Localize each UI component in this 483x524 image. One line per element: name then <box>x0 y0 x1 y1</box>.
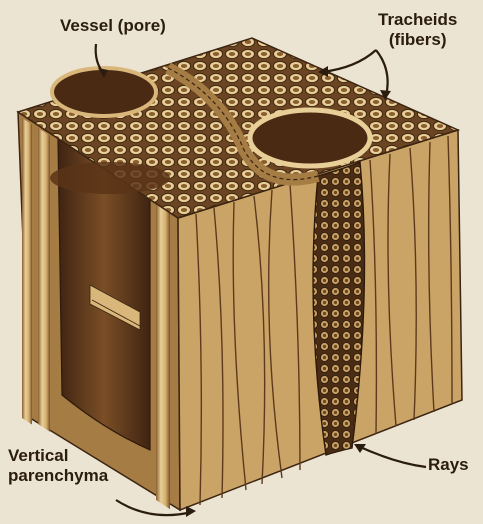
vessel-label-text: Vessel (pore) <box>60 16 166 36</box>
tracheids-label-line1: Tracheids <box>378 10 457 30</box>
rays-label: Rays <box>428 455 469 475</box>
rays-label-text: Rays <box>428 455 469 475</box>
vertical-label-line2: parenchyma <box>8 466 108 486</box>
vertical-parenchyma-label: Vertical parenchyma <box>8 446 108 486</box>
ray-tissue <box>313 162 364 455</box>
vessel-label: Vessel (pore) <box>60 16 166 36</box>
tracheids-label: Tracheids (fibers) <box>378 10 457 50</box>
rays-arrow <box>358 446 426 467</box>
tracheids-arrow-1 <box>322 50 376 72</box>
vessel-pore-center <box>250 110 370 166</box>
tracheids-label-line2: (fibers) <box>378 30 457 50</box>
tracheids-arrow-2 <box>376 50 388 96</box>
vertical-label-line1: Vertical <box>8 446 108 466</box>
